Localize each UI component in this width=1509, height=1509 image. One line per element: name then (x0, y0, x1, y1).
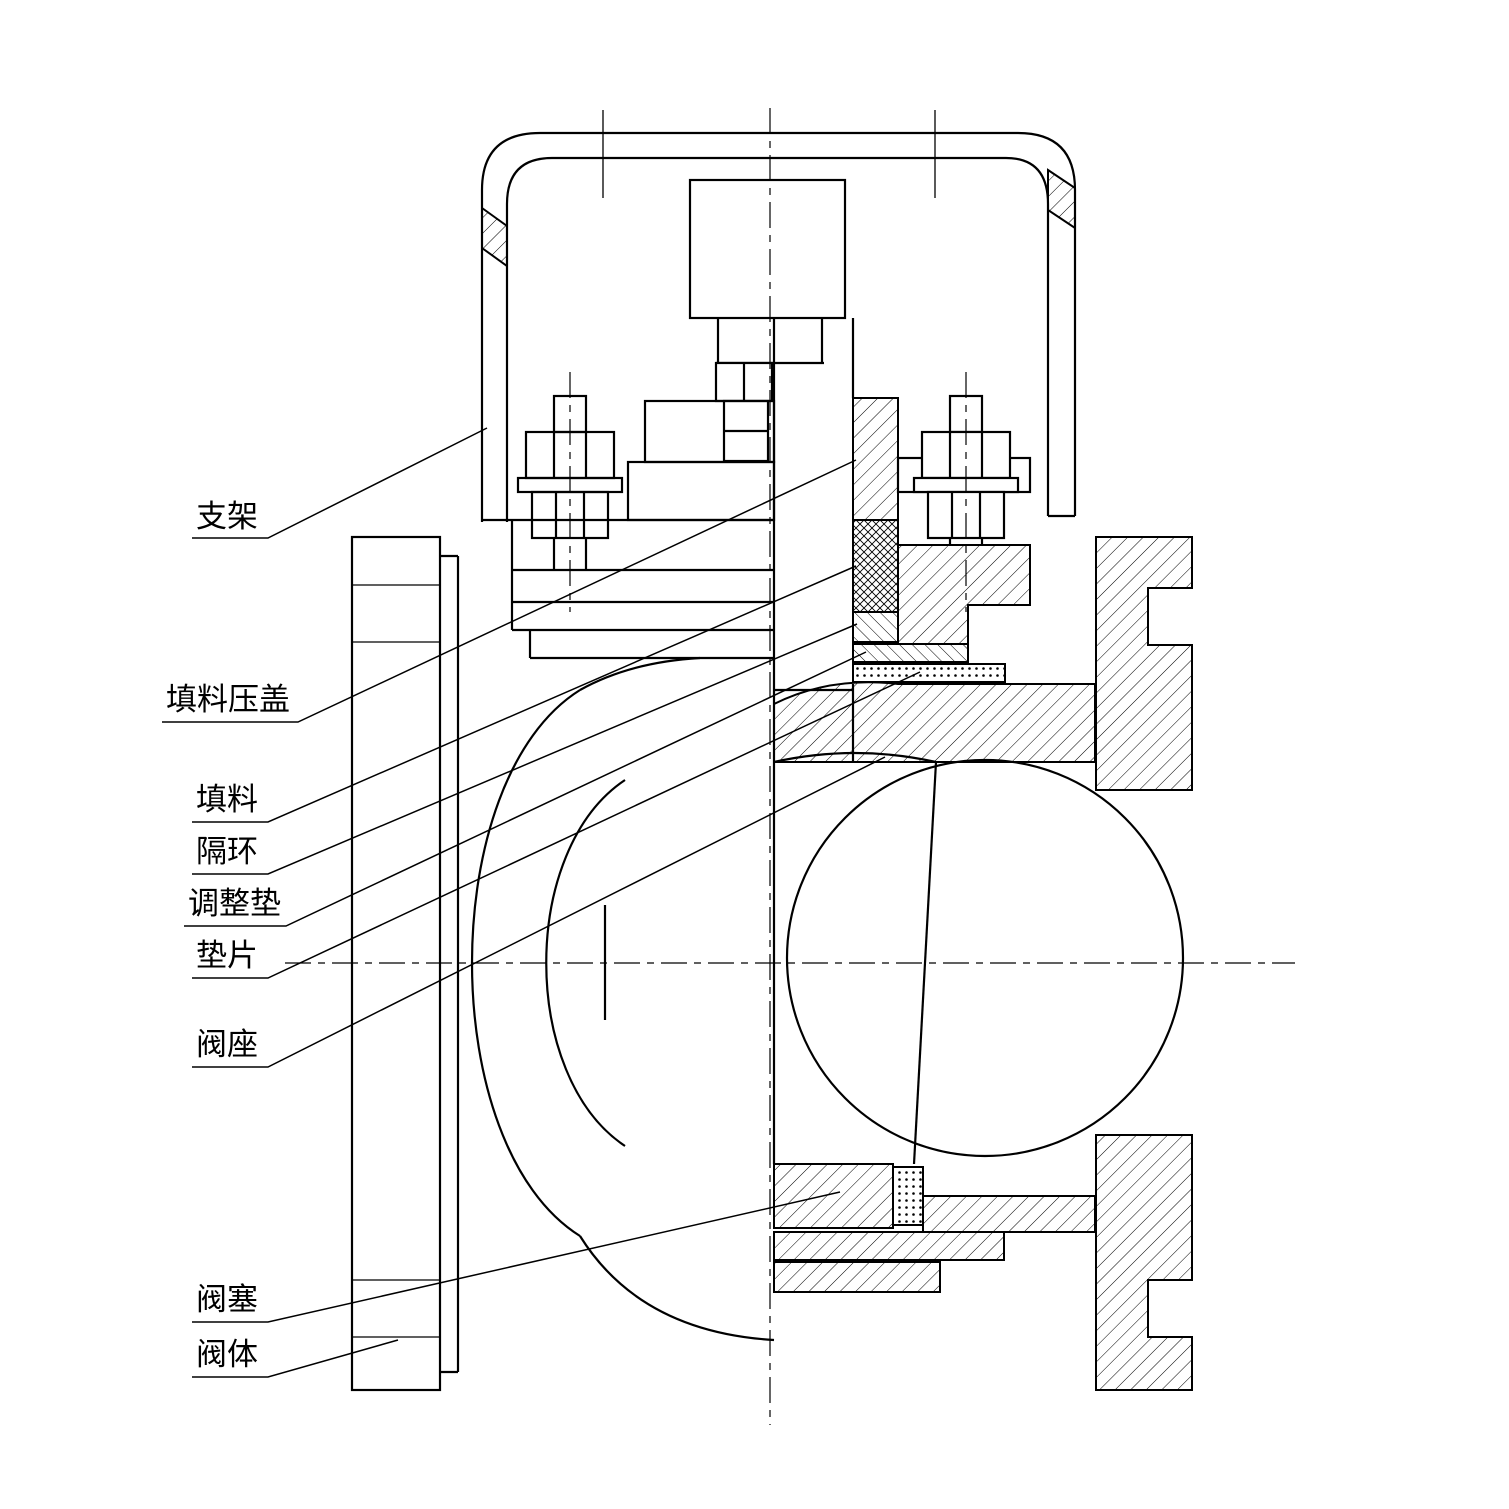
packing-section (852, 519, 899, 613)
bonnet-stack (482, 518, 774, 660)
label-spacer-ring: 隔环 (192, 623, 858, 875)
stuffing-box-section (897, 544, 1031, 645)
label-valve-seat: 阀座 (192, 756, 886, 1068)
bracket-cut-right (1047, 168, 1076, 230)
body-shoulder-section (773, 681, 1096, 763)
label-packing-gland: 填料压盖 (162, 459, 857, 723)
gland-plate-left (626, 460, 776, 522)
packing-gland-section (852, 397, 899, 521)
label-packing: 填料 (192, 565, 857, 823)
label-adjusting-shim: 调整垫 (184, 651, 867, 927)
plug-sphere (785, 758, 1185, 1158)
valve-plug-outline (773, 684, 1185, 1165)
center-lines (285, 108, 1295, 1425)
label-adjusting-shim-text: 调整垫 (188, 886, 281, 921)
annotations: 支架 填料压盖 填料 隔环 调整垫 垫片 阀座 阀塞 (162, 427, 921, 1378)
label-bracket: 支架 (192, 427, 488, 539)
body-bottom-curve (579, 1235, 775, 1342)
label-packing-text: 填料 (196, 782, 258, 817)
stem-assembly (626, 178, 1032, 1164)
body-left-view (471, 656, 775, 1342)
spacer-ring-section (852, 611, 899, 643)
label-gasket-text: 垫片 (196, 938, 258, 973)
bracket-cut-left (481, 206, 508, 268)
bracket-outline (480, 131, 1077, 522)
label-valve-plug-text: 阀塞 (196, 1282, 258, 1317)
label-spacer-ring-text: 隔环 (196, 834, 258, 869)
label-valve-seat-text: 阀座 (196, 1027, 258, 1062)
bottom-seal-section (892, 1166, 924, 1226)
right-flange-bottom-section (1095, 1134, 1193, 1391)
top-reference-lines (602, 110, 936, 198)
right-flange-top-section (1095, 536, 1193, 791)
bottom-boss-section (773, 1261, 941, 1293)
body-outer-arc (471, 689, 581, 1237)
section-hatch-regions (481, 168, 1193, 1391)
label-bracket-text: 支架 (196, 499, 258, 534)
gasket-section (852, 663, 1006, 683)
bottom-plate-section (773, 1231, 1005, 1261)
left-flange-bolt-holes (352, 584, 440, 1338)
label-packing-gland-text: 填料压盖 (166, 682, 290, 717)
label-gasket: 垫片 (192, 671, 921, 979)
adjusting-shim-section (852, 643, 969, 663)
bottom-cover-section (773, 1163, 894, 1229)
label-valve-body: 阀体 (192, 1337, 399, 1378)
stem-head (688, 178, 847, 320)
label-valve-plug: 阀塞 (192, 1191, 841, 1323)
body-inner-arc (545, 779, 626, 1147)
body-bottom-wall-section (922, 1195, 1096, 1233)
label-valve-body-text: 阀体 (196, 1337, 258, 1372)
